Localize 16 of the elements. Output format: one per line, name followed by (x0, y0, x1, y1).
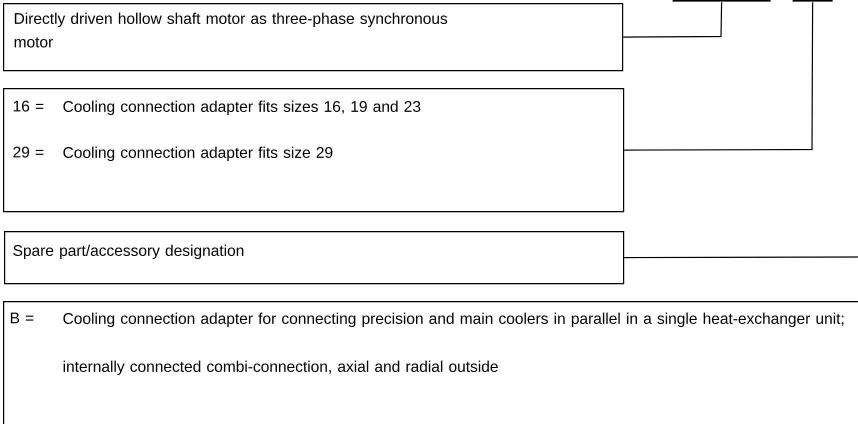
code-value: 29 = (13, 146, 44, 158)
code-value: B = (10, 312, 34, 324)
connector-line (623, 2, 722, 38)
description-text: Spare part/accessory designation (13, 244, 244, 260)
description-text: Cooling connection adapter fits size 29 (63, 146, 332, 162)
description-text: Cooling connection adapter fits sizes 16, 19 and 23 (63, 100, 420, 116)
text-box (3, 3, 624, 72)
code-value: 16 = (14, 100, 44, 112)
text-box (4, 231, 624, 284)
connector-line (624, 2, 814, 151)
description-text: Directly driven hollow shaft motor as three-phase synchronous motor (14, 12, 448, 48)
description-text: Cooling connection adapter for connecting precision and main coolers in parallel in a single heat-exchanger unit; (63, 312, 844, 328)
text-box (3, 301, 858, 424)
connector-line (624, 256, 858, 258)
text-box (3, 88, 624, 212)
description-text: internally connected combi-connection, axial and radial outside (64, 360, 498, 376)
